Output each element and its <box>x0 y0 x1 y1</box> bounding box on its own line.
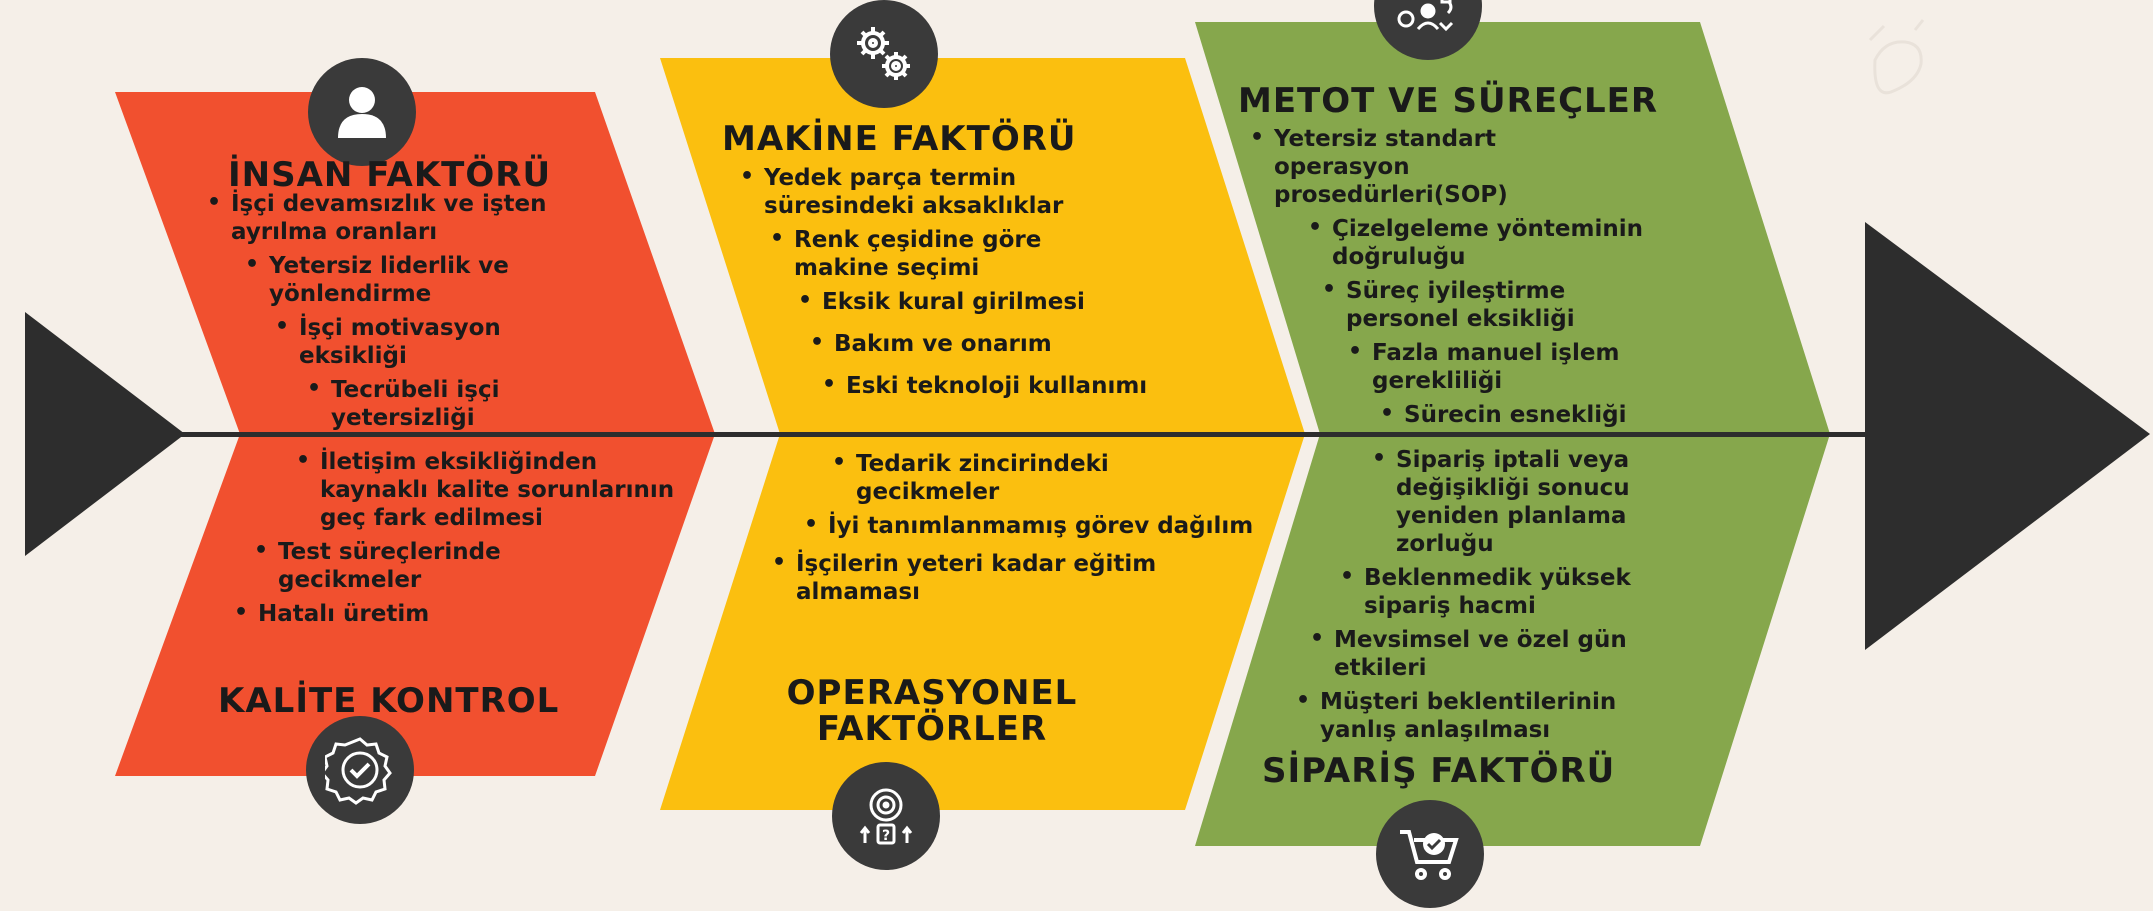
list-item: İşçilerin yeteri kadar eğitim almaması <box>770 550 1196 606</box>
shopping-cart-check-icon <box>1376 800 1484 908</box>
list-item: Test süreçlerinde gecikmeler <box>252 538 578 594</box>
operations-icon: ? <box>832 762 940 870</box>
list-item: Eksik kural girilmesi <box>796 288 1202 316</box>
list-item: Yetersiz liderlik ve yönlendirme <box>243 252 569 308</box>
svg-text:?: ? <box>882 828 890 844</box>
person-icon <box>308 58 416 166</box>
insan-list: İşçi devamsızlık ve işten ayrılma oranla… <box>205 190 625 438</box>
list-item: Renk çeşidine göre makine seçimi <box>768 226 1124 282</box>
list-item: Bakım ve onarım <box>808 330 1214 358</box>
insan-title: İNSAN FAKTÖRÜ <box>228 155 552 195</box>
list-item: İyi tanımlanmamış görev dağılım <box>802 512 1268 540</box>
list-item: Eski teknoloji kullanımı <box>820 372 1266 400</box>
list-item: İşçi devamsızlık ve işten ayrılma oranla… <box>205 190 571 246</box>
list-item: Yedek parça termin süresindeki aksaklıkl… <box>738 164 1124 220</box>
list-item: Çizelgeleme yönteminin doğruluğu <box>1306 215 1702 271</box>
fishbone-spine <box>150 432 1990 437</box>
siparis-title: SİPARİŞ FAKTÖRÜ <box>1262 751 1616 791</box>
operasyonel-title-line2: FAKTÖRLER <box>816 708 1048 749</box>
list-item: Sipariş iptali veya değişikliği sonucu y… <box>1370 446 1696 558</box>
list-item: Tecrübeli işçi yetersizliği <box>305 376 571 432</box>
list-item: Hatalı üretim <box>232 600 558 628</box>
list-item: İletişim eksikliğinden kaynaklı kalite s… <box>294 448 700 532</box>
makine-list: Yedek parça termin süresindeki aksaklıkl… <box>738 164 1258 406</box>
siparis-list: Sipariş iptali veya değişikliği sonucu y… <box>1296 446 1720 750</box>
operasyonel-title: OPERASYONEL FAKTÖRLER <box>782 673 1082 749</box>
list-item: Tedarik zincirindeki gecikmeler <box>830 450 1196 506</box>
kalite-title: KALİTE KONTROL <box>218 681 560 721</box>
list-item: Mevsimsel ve özel gün etkileri <box>1308 626 1724 682</box>
list-item: Fazla manuel işlem gerekliliği <box>1346 339 1672 395</box>
quality-badge-icon <box>306 716 414 824</box>
kalite-list: İletişim eksikliğinden kaynaklı kalite s… <box>234 448 692 634</box>
operasyonel-title-line1: OPERASYONEL <box>786 673 1078 713</box>
metot-list: Yetersiz standart operasyon prosedürleri… <box>1248 125 1708 435</box>
gears-icon <box>830 0 938 108</box>
tail-chevron <box>25 312 185 556</box>
list-item: Yetersiz standart operasyon prosedürleri… <box>1248 125 1574 209</box>
list-item: Müşteri beklentilerinin yanlış anlaşılma… <box>1294 688 1700 744</box>
list-item: Süreç iyileştirme personel eksikliği <box>1320 277 1666 333</box>
head-arrow <box>1865 222 2150 650</box>
operasyonel-list: Tedarik zincirindeki gecikmeler İyi tanı… <box>772 450 1270 612</box>
decorative-hand-icon <box>1868 19 1925 95</box>
list-item: İşçi motivasyon eksikliği <box>273 314 539 370</box>
list-item: Beklenmedik yüksek sipariş hacmi <box>1338 564 1724 620</box>
list-item: Sürecin esnekliği <box>1378 401 1704 429</box>
makine-title: MAKİNE FAKTÖRÜ <box>722 119 1077 159</box>
metot-title: METOT VE SÜREÇLER <box>1238 81 1659 121</box>
